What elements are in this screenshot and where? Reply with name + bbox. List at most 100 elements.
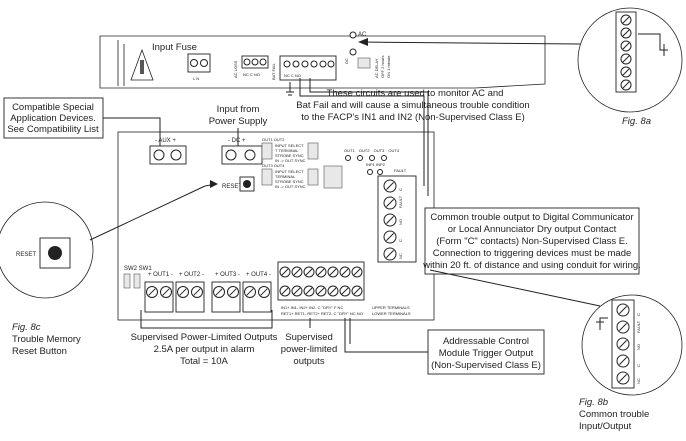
- fig-8b-leader: [429, 269, 601, 307]
- monitor-note-line-1: These circuits are used to monitor AC an…: [327, 88, 504, 99]
- addr-lower-screw-slot: [353, 287, 361, 295]
- out-terminal-screw-slot: [148, 288, 156, 296]
- dc-led: [349, 48, 357, 56]
- addressable-line-3: (Non-Supervised Class E): [431, 360, 541, 371]
- ac-loss-terms: NC C NO: [243, 72, 260, 77]
- common-trouble-line-5: within 20 ft. of distance and using cond…: [422, 260, 641, 271]
- addr-lower-screw-slot: [281, 287, 289, 295]
- monitor-note-line-2: Bat Fail and will cause a simultaneous t…: [296, 100, 529, 111]
- ac-loss-screw-1: [243, 58, 251, 66]
- bat-fail-screw-3: [301, 60, 309, 68]
- common-trouble-line-4: Connection to triggering devices must be…: [433, 248, 632, 259]
- fig-8c-leader: [89, 185, 206, 241]
- fig-8b-screw-slot: [619, 357, 627, 365]
- compatible-leader: [103, 117, 161, 146]
- addr-lower-screw-slot: [341, 287, 349, 295]
- ac-loss-wire: [299, 78, 425, 186]
- fig-8b-caption-3: Input/Output: [579, 421, 632, 432]
- addressable-line-2: Module Trigger Output: [439, 348, 534, 359]
- input-fuse-label: Input Fuse: [152, 42, 197, 53]
- ac-loss-screw-2: [251, 58, 259, 66]
- ac-delay-label: AC DELAY: [374, 58, 379, 78]
- ac-delay-switch: [357, 57, 371, 69]
- warning-mark: [140, 60, 144, 74]
- common-trouble-box: [424, 207, 640, 275]
- trouble-screw-slot: [386, 250, 394, 258]
- board-reset-button-cap[interactable]: [243, 180, 251, 188]
- dip-switch-2: [307, 142, 319, 160]
- compatible-line-3: See Compatibility List: [7, 124, 99, 135]
- ic-chip: [323, 165, 343, 189]
- trouble-screw-slot: [386, 233, 394, 241]
- fuse-block: [187, 53, 211, 73]
- fuse-screw-n: [200, 59, 208, 67]
- input-power-line-2: Power Supply: [209, 116, 268, 127]
- dip-switch-4: [307, 168, 319, 186]
- fig-8a-circle: [577, 7, 683, 113]
- fig-8c-reset-housing: [39, 237, 71, 269]
- supervised-outputs-line-2: 2.5A per output in alarm: [154, 344, 255, 355]
- addr-upper-screw-slot: [317, 268, 325, 276]
- out-terminal-screw-slot: [179, 288, 187, 296]
- addr-upper-screw-slot: [329, 268, 337, 276]
- out-terminal-label: + OUT1 -: [148, 272, 173, 278]
- fig-8c-caption-3: Reset Button: [12, 346, 67, 357]
- inp1-led: [367, 169, 373, 175]
- supervised-limited-line-3: outputs: [293, 356, 324, 367]
- bat-fail-screw-4: [310, 60, 318, 68]
- bat-fail-screw-6: [327, 60, 335, 68]
- out-led-labels: OUT1 OUT2 OUT3 OUT4: [344, 148, 400, 153]
- dip-2-line-2: TERMINAL: [275, 174, 296, 179]
- inp-leds-label: INP1 INP2: [366, 162, 386, 167]
- fuse-terms: L N: [193, 76, 199, 81]
- fig-8a-caption: Fig. 8a: [622, 116, 651, 127]
- addr-upper-screw-slot: [293, 268, 301, 276]
- fig-8b-circle: [581, 294, 683, 396]
- bat-fail-screw-5: [319, 60, 327, 68]
- addr-terminals: [277, 261, 365, 301]
- addressable-leader-a: [344, 318, 428, 353]
- dc-screw-neg: [225, 149, 237, 161]
- compatible-line-1: Compatible Special: [12, 102, 94, 113]
- fig-8c-reset-button[interactable]: [48, 246, 62, 260]
- out-terminal-label: + OUT3 -: [215, 272, 240, 278]
- aux-screw-neg: [153, 149, 165, 161]
- trouble-screw-slot: [386, 216, 394, 224]
- trouble-term-label: C: [398, 188, 403, 191]
- dip-2-line-3: STROBE SYNC: [275, 179, 304, 184]
- ac-led-label: AC: [358, 32, 367, 38]
- fig-8b-screw-slot: [619, 340, 627, 348]
- fig-8a-screw-slot: [622, 16, 630, 24]
- dip-1-line-3: STROBE SYNC: [275, 153, 304, 158]
- addr-upper-screw-slot: [353, 268, 361, 276]
- dip-2-line-1: INPUT SELECT: [275, 169, 304, 174]
- dip-block-2-title: OUT3 OUT4: [262, 163, 285, 168]
- monitor-note-line-3: to the FACP's IN1 and IN2 (Non-Supervise…: [301, 112, 525, 123]
- fig-8c-detail: RESET Fig. 8c Trouble Memory Reset Butto…: [0, 185, 206, 357]
- addr-lower-screw-slot: [317, 287, 325, 295]
- out-led: [369, 155, 375, 161]
- out-led-2-label: OUT2: [359, 148, 370, 153]
- fig-8b-screws: [616, 303, 630, 385]
- dip-block-1-title: OUT1 OUT2: [262, 137, 285, 142]
- dip-block-2: OUT3 OUT4 INPUT SELECT TERMINAL STROBE S…: [261, 163, 319, 189]
- dip-block-1: OUT1 OUT2 INPUT SELECT T TERMINAL STROBE…: [261, 137, 319, 163]
- out-terminal-screw-slot: [229, 288, 237, 296]
- supervised-limited-line-1: Supervised: [285, 332, 333, 343]
- trouble-term-label: NC: [398, 253, 403, 259]
- out-terminal-screw-slot: [215, 288, 223, 296]
- supervised-outputs-line-3: Total = 10A: [180, 356, 228, 367]
- fuse-screw-l: [190, 59, 198, 67]
- addr-upper-screw-slot: [341, 268, 349, 276]
- ac-loss-screw-3: [259, 58, 267, 66]
- trouble-screw-slot: [386, 182, 394, 190]
- out-terminal-label: + OUT4 -: [246, 272, 271, 278]
- upper-terminals-label: UPPER TERMINALS: [372, 305, 410, 310]
- out-terminal-screw-slot: [260, 288, 268, 296]
- fig-8b-screw-slot: [619, 374, 627, 382]
- top-board-outline: [99, 35, 546, 89]
- board-reset-label: RESET: [222, 184, 242, 190]
- trouble-screw-slot: [386, 199, 394, 207]
